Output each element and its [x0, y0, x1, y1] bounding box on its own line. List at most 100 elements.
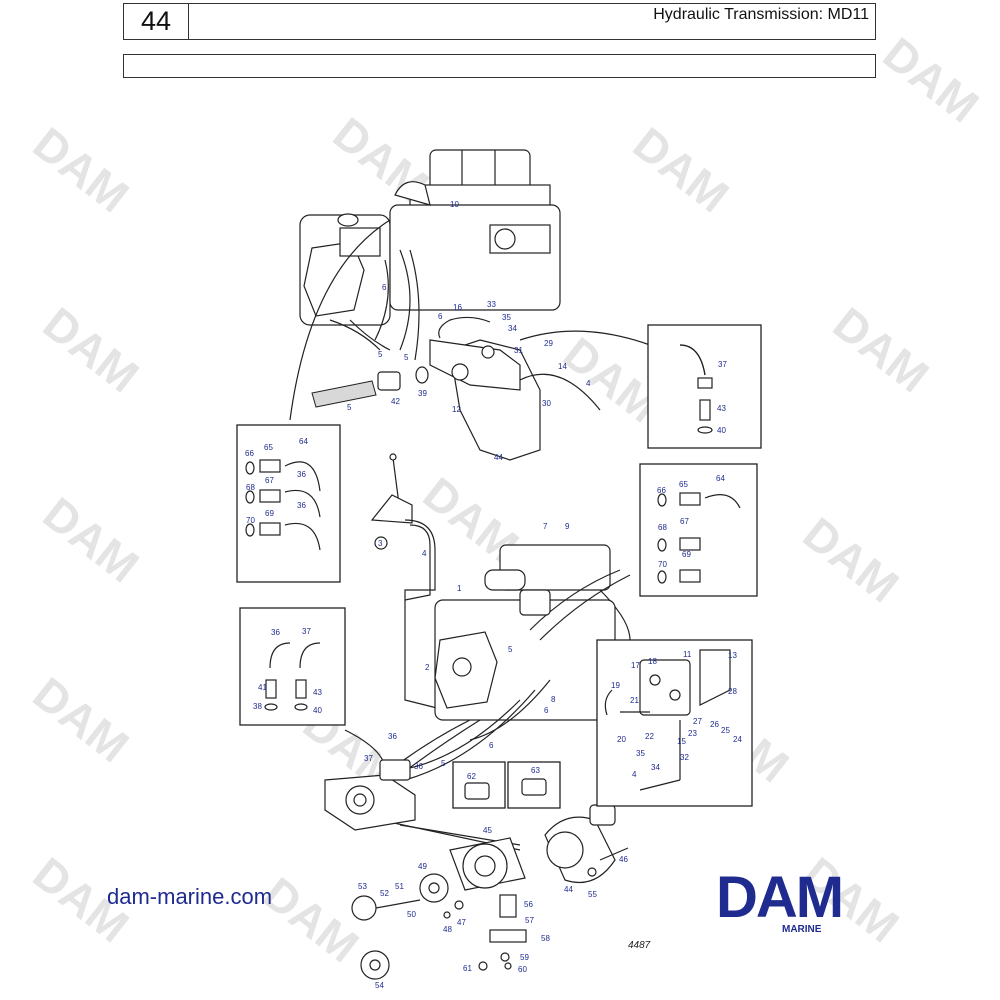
- callout-70: 70: [246, 516, 255, 525]
- callout-17: 17: [631, 661, 640, 670]
- watermark-text: DAM: [794, 507, 909, 612]
- callout-36: 36: [297, 470, 306, 479]
- callout-38: 38: [253, 702, 262, 711]
- callout-43: 43: [717, 404, 726, 413]
- callout-44: 44: [494, 453, 503, 462]
- website-link[interactable]: dam-marine.com: [107, 884, 273, 909]
- callout-15: 15: [677, 737, 686, 746]
- callout-48: 48: [443, 925, 452, 934]
- watermark-text: DAM: [24, 117, 139, 222]
- page-number: 44: [124, 4, 189, 39]
- callout-51: 51: [395, 882, 404, 891]
- coupling-assembly-drawing: [351, 804, 629, 980]
- callout-65: 65: [264, 443, 273, 452]
- callout-13: 13: [728, 651, 737, 660]
- callout-65: 65: [679, 480, 688, 489]
- logo-wordmark: DAM: [716, 865, 844, 930]
- callout-4: 4: [422, 549, 427, 558]
- callout-33: 33: [487, 300, 496, 309]
- callout-32: 32: [680, 753, 689, 762]
- page-title: Hydraulic Transmission: MD11: [653, 6, 869, 23]
- callout-49: 49: [418, 862, 427, 871]
- inset-box-valve-assembly: [596, 639, 753, 807]
- callout-64: 64: [299, 437, 308, 446]
- callout-63: 63: [531, 766, 540, 775]
- callout-36: 36: [388, 732, 397, 741]
- callout-55: 55: [588, 890, 597, 899]
- callout-28: 28: [728, 687, 737, 696]
- callout-27: 27: [693, 717, 702, 726]
- callout-6: 6: [544, 706, 549, 715]
- callout-37: 37: [364, 754, 373, 763]
- watermark-text: DAM: [624, 117, 739, 222]
- callout-68: 68: [658, 523, 667, 532]
- callout-34: 34: [651, 763, 660, 772]
- callout-62: 62: [467, 772, 476, 781]
- callout-36: 36: [414, 762, 423, 771]
- callout-56: 56: [524, 900, 533, 909]
- callout-37: 37: [718, 360, 727, 369]
- callout-43: 43: [313, 688, 322, 697]
- callout-30: 30: [542, 399, 551, 408]
- inset-box-upper-right: [647, 324, 762, 449]
- callout-14: 14: [558, 362, 567, 371]
- callout-19: 19: [611, 681, 620, 690]
- callout-4: 4: [632, 770, 637, 779]
- callout-26: 26: [710, 720, 719, 729]
- leader-line: [519, 330, 651, 346]
- inset-box-left-upper: [236, 424, 341, 583]
- callout-67: 67: [265, 476, 274, 485]
- callout-36: 36: [297, 501, 306, 510]
- callout-64: 64: [716, 474, 725, 483]
- watermark-text: DAM: [24, 667, 139, 772]
- leader-line: [599, 589, 631, 641]
- callout-59: 59: [520, 953, 529, 962]
- callout-12: 12: [452, 405, 461, 414]
- callout-67: 67: [680, 517, 689, 526]
- callout-9: 9: [565, 522, 570, 531]
- callout-1: 1: [457, 584, 462, 593]
- callout-6: 6: [489, 741, 494, 750]
- callout-69: 69: [682, 550, 691, 559]
- callout-45: 45: [483, 826, 492, 835]
- callout-6: 6: [382, 283, 387, 292]
- callout-24: 24: [733, 735, 742, 744]
- callout-22: 22: [645, 732, 654, 741]
- callout-50: 50: [407, 910, 416, 919]
- leader-line: [289, 219, 391, 421]
- callout-41: 41: [258, 683, 267, 692]
- callout-37: 37: [302, 627, 311, 636]
- inset-box-fitting-62: [452, 761, 506, 809]
- upper-engine-drawing: [299, 149, 601, 461]
- dam-marine-logo: DAM MARINE: [716, 865, 898, 936]
- callout-5: 5: [508, 645, 513, 654]
- callout-25: 25: [721, 726, 730, 735]
- subtitle-bar: [123, 54, 876, 78]
- callout-20: 20: [617, 735, 626, 744]
- callout-18: 18: [648, 657, 657, 666]
- callout-8: 8: [551, 695, 556, 704]
- watermark-text: DAM: [34, 487, 149, 592]
- callout-11: 11: [683, 650, 692, 659]
- inset-box-left-lower: [239, 607, 346, 726]
- callout-29: 29: [544, 339, 553, 348]
- callout-42: 42: [391, 397, 400, 406]
- callout-34: 34: [508, 324, 517, 333]
- inset-box-fitting-63: [507, 761, 561, 809]
- callout-39: 39: [418, 389, 427, 398]
- callout-52: 52: [380, 889, 389, 898]
- callout-44: 44: [564, 885, 573, 894]
- callout-70: 70: [658, 560, 667, 569]
- callout-circle-3: [374, 536, 388, 550]
- header-bar: 44 Hydraulic Transmission: MD11: [123, 3, 876, 40]
- watermark-text: DAM: [254, 867, 369, 972]
- logo-subtext: MARINE: [782, 924, 822, 935]
- callout-47: 47: [457, 918, 466, 927]
- watermark-text: DAM: [874, 27, 989, 132]
- callout-60: 60: [518, 965, 527, 974]
- callout-66: 66: [657, 486, 666, 495]
- callout-54: 54: [375, 981, 384, 990]
- control-lever-drawing: [370, 453, 446, 711]
- callout-4: 4: [586, 379, 591, 388]
- callout-58: 58: [541, 934, 550, 943]
